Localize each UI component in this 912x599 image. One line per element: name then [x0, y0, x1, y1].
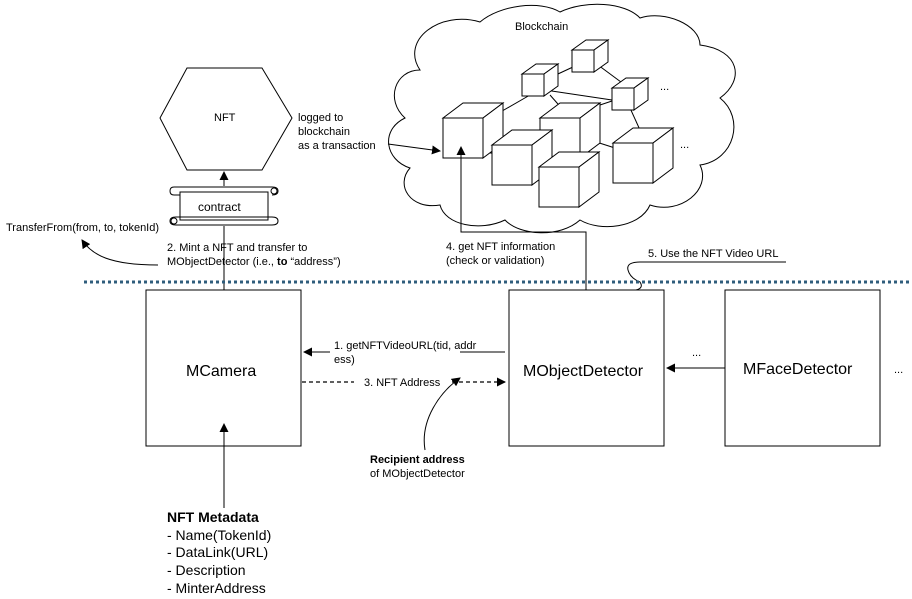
step5-label: 5. Use the NFT Video URL — [648, 248, 778, 260]
block-cube — [537, 151, 601, 208]
contract-label: contract — [198, 200, 241, 214]
contract-scroll — [169, 186, 279, 226]
nft-hexagon — [159, 67, 293, 171]
mobjectdetector-box — [508, 289, 665, 447]
mcamera-label: MCamera — [186, 363, 256, 380]
transfer-from-label: TransferFrom(from, to, tokenId) — [6, 222, 159, 234]
step5-line — [627, 261, 786, 291]
logged-line: as a transaction — [298, 140, 376, 152]
mfacedetector-label: MFaceDetector — [743, 361, 853, 378]
metadata-title: NFT Metadata — [167, 509, 259, 525]
block-cube — [570, 39, 610, 73]
step1-label: 1. getNFTVideoURL(tid, addr ess) — [334, 340, 479, 366]
metadata-item: - DataLink(URL) — [167, 544, 268, 560]
mobjectdetector-label: MObjectDetector — [523, 363, 644, 380]
block-cube — [520, 63, 560, 97]
step3-label: 3. NFT Address — [364, 377, 441, 389]
nft-label: NFT — [214, 112, 236, 124]
metadata-item: - Description — [167, 562, 246, 578]
logged-text: logged to blockchain as a transaction — [298, 112, 376, 152]
step4-arrow — [456, 146, 587, 290]
block-cube — [441, 102, 505, 159]
step2-label: 2. Mint a NFT and transfer to MObjectDet… — [167, 242, 341, 268]
block-cube — [610, 77, 650, 111]
recipient-label: Recipient address of MObjectDetector — [370, 454, 468, 480]
blockchain-title: Blockchain — [515, 21, 568, 33]
logged-line: logged to — [298, 112, 343, 124]
logged-arrow — [387, 143, 441, 155]
mfacedetector-box — [724, 289, 881, 447]
metadata-item: - MinterAddress — [167, 580, 266, 596]
right-ellipsis: ... — [894, 364, 903, 376]
recipient-pointer — [423, 377, 461, 451]
step4-label: 4. get NFT information (check or validat… — [446, 241, 558, 267]
between-ellipsis: ... — [692, 347, 701, 359]
cloud-ellipsis-right: ... — [680, 139, 689, 151]
block-cube — [538, 102, 602, 159]
cloud-ellipsis-top: ... — [660, 81, 669, 93]
logged-line: blockchain — [298, 126, 350, 138]
transfer-from-arrow — [81, 239, 159, 266]
block-cube — [611, 127, 675, 184]
mcamera-box — [145, 289, 302, 447]
metadata-item: - Name(TokenId) — [167, 527, 271, 543]
